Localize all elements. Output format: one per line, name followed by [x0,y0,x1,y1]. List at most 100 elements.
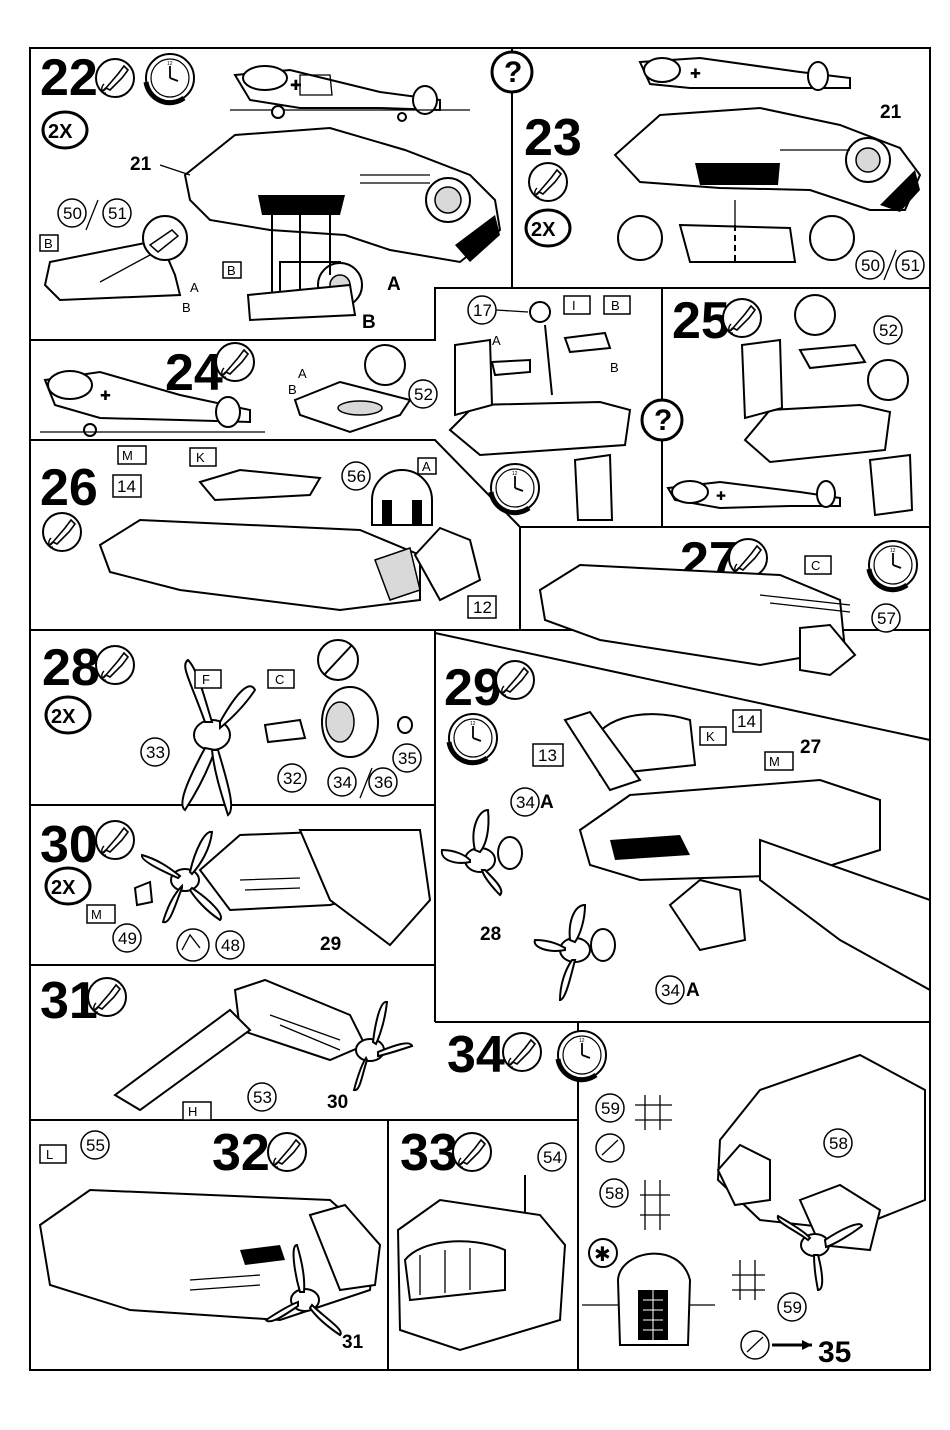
marker-c: C [811,558,820,573]
engine-nacelle-21 [615,108,920,265]
step-32: 32 L 55 31 [40,1124,380,1353]
clock-icon [869,541,917,590]
marker-m: M [769,754,780,769]
letter-b: B [610,360,619,375]
step-24-detail: 17 I B A B [450,296,682,520]
letter-a-large: A [387,274,401,295]
glue-tube-icon [503,1033,541,1071]
svg-text:✚: ✚ [100,388,111,403]
aircraft-overview: ✚ [230,66,470,121]
glue-tube-icon [529,163,567,201]
part-32-label: 32 [283,769,302,788]
step-29: 29 13 14 K M 27 34 A 28 [442,659,930,1004]
glue-tube-icon [96,59,134,97]
step-number: 24 [165,344,223,402]
marker-c: C [275,672,284,687]
part-59-label: 59 [601,1099,620,1118]
step-number: 32 [212,1124,270,1182]
svg-text:✚: ✚ [690,66,701,81]
marker-f: F [202,672,210,687]
marker-m: M [91,907,102,922]
part-33-label: 33 [146,743,165,762]
letter-a: A [190,280,199,295]
part-21-label: 21 [130,154,152,175]
part-28-label: 28 [480,924,501,945]
part-51-label: 51 [901,256,920,275]
letter-a: A [298,366,307,381]
step-22: 22 2X ✚ 21 [40,49,500,333]
part-55-label: 55 [86,1136,105,1155]
step-31: 31 H 53 30 [40,972,412,1120]
glue-tube-icon [88,978,126,1016]
marker-l: L [46,1147,53,1162]
letter-a: A [540,792,554,813]
aircraft-overview: ✚ [640,58,850,90]
step-number: 33 [400,1124,458,1182]
multiplier-text: 2X [51,877,76,899]
clock-icon [146,54,194,103]
next-step-label: 35 [818,1336,851,1369]
help-icon [642,400,682,440]
part-35-label: 35 [398,749,417,768]
step-number: 25 [672,292,730,350]
step-28: 28 2X 33 F C 32 34 36 35 [42,639,421,815]
step-number: 22 [40,49,98,107]
engine-nacelle-21 [185,128,500,307]
marker-i: I [572,298,576,313]
part-13-label: 13 [538,746,557,765]
step-number: 30 [40,816,98,874]
glue-tube-icon [43,513,81,551]
propeller-lower [535,905,590,1000]
multiplier-text: 2X [51,706,76,728]
part-58-label-2: 58 [605,1184,624,1203]
part-27-label: 27 [800,737,821,758]
part-34-label: 34 [516,793,535,812]
glue-tube-icon [96,821,134,859]
part-53-label: 53 [253,1088,272,1107]
part-29-label: 29 [320,934,341,955]
clock-icon [491,464,539,513]
marker-b: B [44,236,53,251]
step-27: 27 C 57 [540,532,917,675]
step-24: ✚ 24 52 A B [40,343,437,436]
marker-a: A [422,459,431,474]
glue-tube-icon [268,1133,306,1171]
part-57-label: 57 [877,609,896,628]
step-number: 34 [447,1026,505,1084]
glue-tube-icon [729,539,767,577]
part-51-label: 51 [108,204,127,223]
no-glue-icon [177,929,209,961]
marker-b: B [611,298,620,313]
part-31-label: 31 [342,1332,364,1353]
part-50-label: 50 [861,256,880,275]
part-17-label: 17 [473,301,492,320]
glue-tube-icon [723,299,761,337]
glue-tube-icon [96,646,134,684]
part-54-label: 54 [543,1148,562,1167]
part-56-label: 56 [347,467,366,486]
aircraft-overview: ✚ [668,481,840,508]
part-30-label: 30 [327,1092,348,1113]
part-48-label: 48 [221,936,240,955]
multiplier-text: 2X [531,219,556,241]
glue-tube-icon [496,661,534,699]
multiplier-text: 2X [48,121,73,143]
part-21-label: 21 [880,102,902,123]
part-52-label: 52 [879,321,898,340]
propeller [354,1002,412,1090]
step-33: 33 54 [398,1124,566,1350]
marker-h: H [188,1104,197,1119]
part-12-label: 12 [473,598,492,617]
glue-tube-icon [453,1133,491,1171]
step-number: 29 [444,659,502,717]
step-25: 25 52 ✚ [668,292,912,515]
marker-k: K [196,450,205,465]
letter-a-2: A [686,980,700,1001]
letter-b: B [288,382,297,397]
step-26: 26 M K 14 56 A 12 [40,446,496,618]
step-23: 23 2X ✚ 21 50 51 [492,52,924,280]
letter-b-large: B [362,312,376,333]
part-49-label: 49 [118,929,137,948]
part-14-label: 14 [117,477,136,496]
